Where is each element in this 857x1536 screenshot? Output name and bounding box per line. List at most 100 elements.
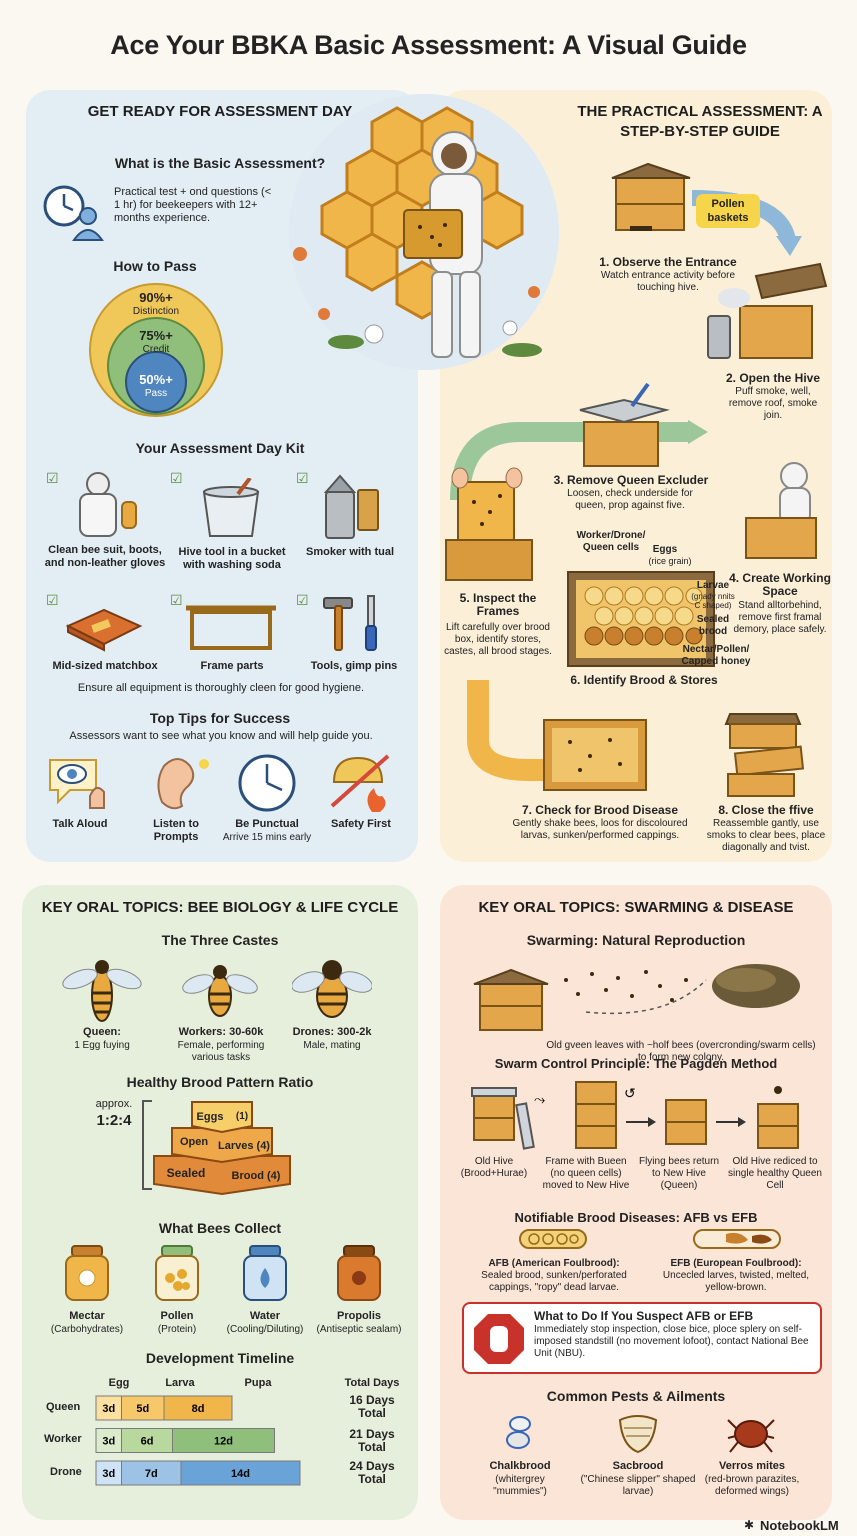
pest-chalkbrood-name: Chalkbrood bbox=[489, 1460, 551, 1472]
tip-listen: Listen to Prompts bbox=[153, 818, 199, 843]
collect-propolis-desc: (Antiseptic sealam) bbox=[316, 1324, 402, 1335]
collect-title: What Bees Collect bbox=[158, 1220, 282, 1236]
ratio-bracket bbox=[142, 1100, 152, 1190]
safety-icon bbox=[330, 754, 390, 812]
kit-label-tools: Tools, gimp pins bbox=[310, 660, 398, 672]
svg-text:⤳: ⤳ bbox=[534, 1091, 545, 1107]
step-5-text: Lift carefully over brood box, identify … bbox=[444, 622, 552, 657]
timeline-bar-drone-pupa bbox=[180, 1460, 301, 1486]
pyramid-open: Open bbox=[179, 1136, 209, 1148]
what-text: Practical test + ond questions (< 1 hr) … bbox=[114, 186, 272, 224]
pests-title: Common Pests & Ailments bbox=[546, 1388, 726, 1404]
afb-cells-icon bbox=[519, 1229, 587, 1249]
timeline-bar-worker-larva bbox=[121, 1428, 173, 1453]
timeline-total-drone: 24 Days Total bbox=[349, 1459, 395, 1486]
pyramid-eggs-count: (1) bbox=[235, 1111, 249, 1122]
tips-title: Top Tips for Success bbox=[149, 710, 291, 726]
check-icon: ☑ bbox=[296, 592, 309, 608]
close-hive-icon bbox=[724, 713, 805, 797]
timeline-bar-queen-larva bbox=[121, 1395, 165, 1421]
pest-chalkbrood-desc: (whitergrey "mummies") bbox=[493, 1474, 547, 1497]
pagden-step-3: Flying bees return to New Hive (Queen) bbox=[638, 1156, 720, 1191]
check-icon: ☑ bbox=[170, 470, 183, 486]
kit-label-frame-parts: Frame parts bbox=[200, 660, 264, 672]
timeline-label-drone-egg: 3d bbox=[102, 1468, 115, 1480]
collect-nectar-desc: (Carbohydrates) bbox=[50, 1324, 124, 1335]
kit-title: Your Assessment Day Kit bbox=[135, 440, 305, 456]
pagden-title: Swarm Control Principle: The Pagden Meth… bbox=[494, 1056, 778, 1071]
timeline-label-worker-egg: 3d bbox=[102, 1436, 115, 1448]
pollen-baskets-tag: Pollen baskets bbox=[696, 194, 760, 228]
collect-pollen-desc: (Protein) bbox=[157, 1324, 197, 1335]
frame-label-nectar: Nectar/Pollen/ Capped honey bbox=[681, 644, 751, 667]
step-2-text: Puff smoke, well, remove roof, smoke joi… bbox=[728, 386, 818, 421]
working-space-icon bbox=[745, 462, 817, 559]
timeline-label-drone-pupa: 14d bbox=[231, 1468, 250, 1480]
step-8-title: 8. Close the ffive bbox=[718, 803, 814, 817]
talk-eye-icon bbox=[49, 759, 105, 809]
kit-label-smoker: Smoker with tual bbox=[305, 546, 395, 558]
kit-label-suit: Clean bee suit, boots, and non-leather g… bbox=[44, 544, 166, 569]
grade-credit-label: Credit bbox=[142, 344, 170, 355]
notebooklm-logo-icon: ✱ bbox=[744, 1518, 755, 1532]
step-6-title: 6. Identify Brood & Stores bbox=[570, 673, 718, 687]
hammer-knife-icon bbox=[323, 595, 377, 651]
pyramid-brood: Brood (4) bbox=[231, 1170, 281, 1182]
frame-label-eggs-note: (rice grain) bbox=[648, 556, 692, 566]
pagden-step-1: Old Hive (Brood+Hurae) bbox=[460, 1156, 528, 1179]
check-icon: ☑ bbox=[296, 470, 309, 486]
ready-heading: GET READY FOR ASSESSMENT DAY bbox=[87, 103, 353, 120]
beekeeper-illustration bbox=[289, 94, 559, 370]
sacbrood-icon bbox=[618, 1415, 658, 1454]
smoker-icon bbox=[323, 474, 379, 539]
ratio-approx: approx. bbox=[95, 1098, 133, 1110]
timeline-total-worker: 21 Days Total bbox=[349, 1427, 395, 1454]
check-icon: ☑ bbox=[46, 592, 59, 608]
efb-name: EFB (European Foulbrood): bbox=[670, 1258, 802, 1269]
pass-grades-diagram bbox=[89, 283, 223, 417]
timeline-total-queen: 16 Days Total bbox=[349, 1393, 395, 1420]
afb-desc: Sealed brood, sunken/perforated cappings… bbox=[481, 1270, 627, 1293]
chalkbrood-icon bbox=[506, 1416, 531, 1449]
ratio-value: 1:2:4 bbox=[96, 1112, 132, 1129]
timeline-caste-drone: Drone bbox=[50, 1466, 82, 1478]
tip-punctual: Be Punctual bbox=[235, 818, 299, 830]
alert-title: What to Do If You Suspect AFB or EFB bbox=[534, 1309, 754, 1323]
pyramid-sealed: Sealed bbox=[166, 1166, 206, 1180]
pagden-step-4: Old Hive rediced to single healthy Queen… bbox=[728, 1156, 822, 1191]
pagden-diagram: ⤳ ↺ bbox=[471, 1081, 799, 1150]
efb-desc: Uncecled larves, twisted, melted, yellow… bbox=[662, 1270, 810, 1293]
timeline-label-queen-pupa: 8d bbox=[192, 1403, 205, 1415]
nectar-jar-icon bbox=[65, 1245, 109, 1301]
tips-subtitle: Assessors want to see what you know and … bbox=[69, 730, 373, 742]
timeline-label-worker-pupa: 12d bbox=[214, 1436, 233, 1448]
step-5-title: 5. Inspect the Frames bbox=[459, 591, 537, 618]
clock-person-icon bbox=[43, 185, 104, 241]
footer-brand: NotebookLM bbox=[760, 1518, 839, 1533]
timeline-bar-queen-egg bbox=[95, 1395, 122, 1421]
timeline-label-drone-larva: 7d bbox=[145, 1468, 158, 1480]
queen-bee-icon bbox=[62, 960, 142, 1022]
timeline-caste-worker: Worker bbox=[44, 1433, 82, 1445]
inspect-frames-icon bbox=[445, 467, 533, 581]
drone-bee-icon bbox=[292, 960, 372, 1018]
step-1-title: 1. Observe the Entrance bbox=[599, 255, 737, 269]
collect-pollen-name: Pollen bbox=[160, 1310, 194, 1322]
collect-propolis-name: Propolis bbox=[336, 1310, 381, 1322]
what-title: What is the Basic Assessment? bbox=[114, 155, 326, 171]
biology-heading: KEY ORAL TOPICS: BEE BIOLOGY & LIFE CYCL… bbox=[41, 899, 399, 916]
caste-drones-name: Drones: 300-2k bbox=[292, 1026, 372, 1038]
varroa-mite-icon bbox=[727, 1419, 775, 1453]
brood-frame-diagram bbox=[567, 571, 715, 667]
step-8-text: Reassemble gantly, use smoks to clear be… bbox=[706, 818, 826, 853]
alert-text: Immediately stop inspection, close bice,… bbox=[534, 1324, 809, 1359]
efb-larvae-icon bbox=[693, 1229, 781, 1249]
clock-icon bbox=[238, 754, 296, 812]
timeline-label-queen-larva: 5d bbox=[136, 1403, 149, 1415]
kit-label-matchbox: Mid-sized matchbox bbox=[52, 660, 158, 672]
timeline-bar-queen-pupa bbox=[163, 1395, 233, 1421]
timeline-label-worker-larva: 6d bbox=[141, 1436, 154, 1448]
pest-varroa-name: Verros mites bbox=[718, 1460, 786, 1472]
pyramid-eggs: Eggs bbox=[196, 1111, 224, 1123]
diseases-title: Notifiable Brood Diseases: AFB vs EFB bbox=[514, 1210, 758, 1225]
